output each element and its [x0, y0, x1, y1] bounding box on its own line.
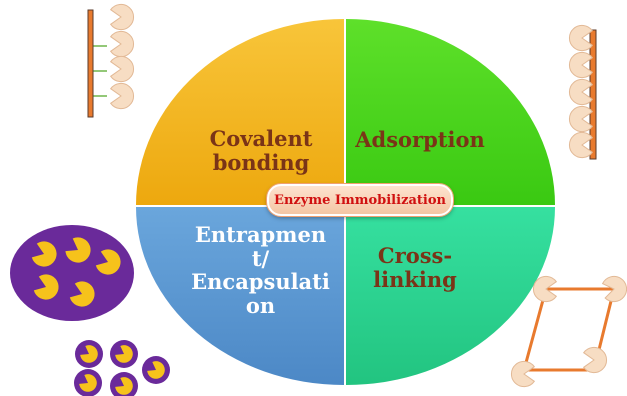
quadrant-adsorption	[346, 19, 555, 205]
enzyme-adsorbed-support-icon	[568, 24, 597, 160]
enzyme-crosslinked-network-icon	[510, 273, 627, 388]
center-label-text: Enzyme Immobilization	[274, 192, 446, 208]
enzyme-covalent-bonded-support-icon	[87, 3, 135, 118]
covalent-bonding-label: Covalent bonding	[209, 126, 313, 175]
adsorption-label: Adsorption	[355, 127, 485, 152]
enzyme-encapsulated-beads-icon	[74, 340, 170, 396]
quadrant-cross-linking	[346, 207, 555, 385]
quadrant-covalent-bonding	[136, 19, 344, 205]
cross-linking-label: Cross- linking	[373, 243, 457, 292]
enzyme-immobilization-center-label: Enzyme Immobilization	[267, 184, 453, 216]
enzyme-entrapped-matrix-icon	[10, 225, 134, 321]
quadrant-entrapment	[136, 207, 344, 385]
entrapment-encapsulation-label: Entrapmen t/ Encapsulati on	[191, 222, 330, 318]
quadrants	[136, 19, 555, 385]
